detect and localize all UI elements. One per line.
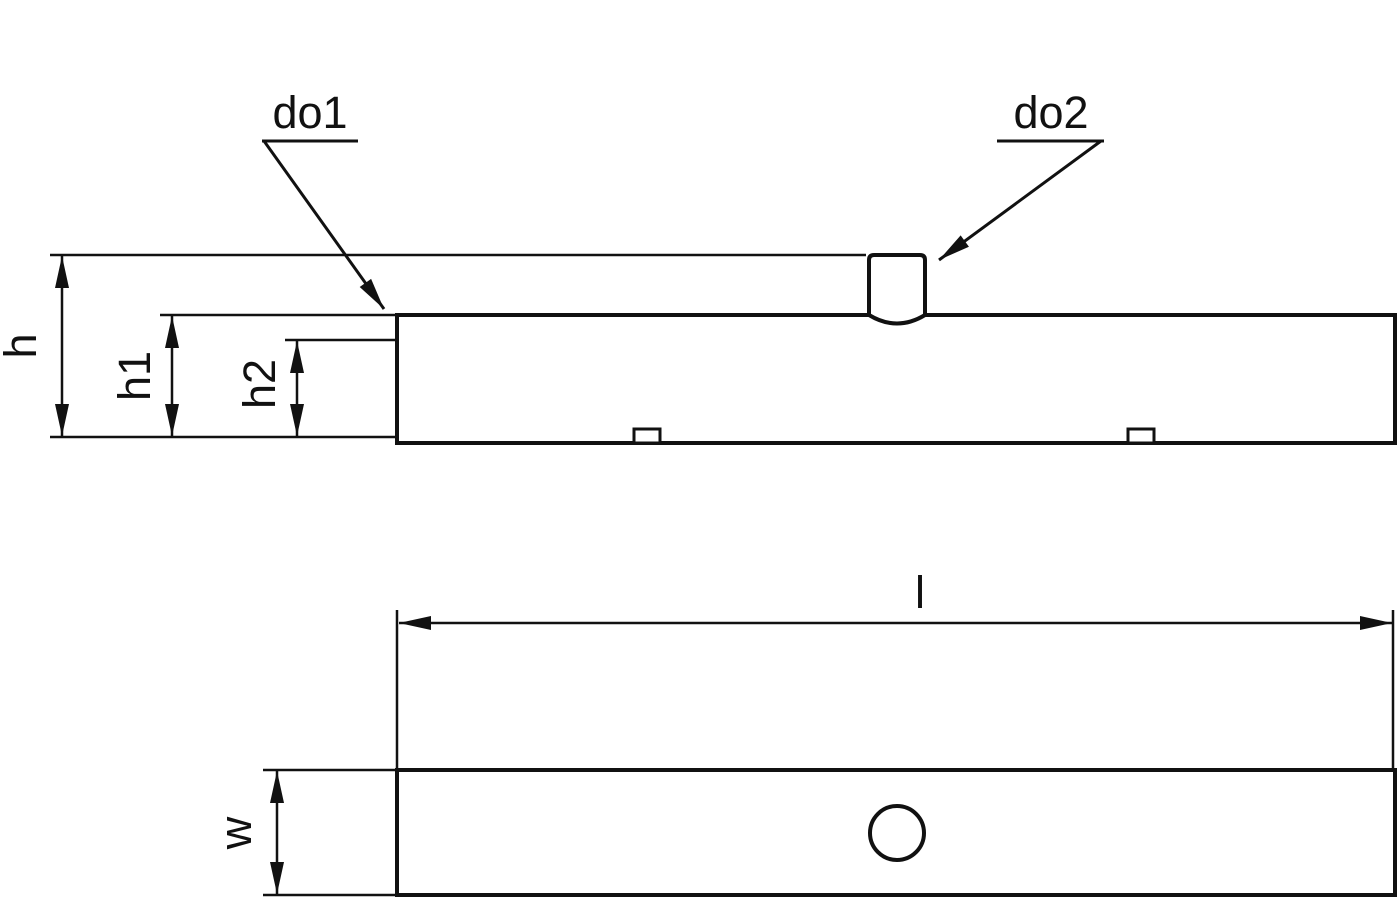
do2-leader-line	[938, 139, 1102, 262]
callout-do1: do1	[262, 87, 386, 310]
do1-label: do1	[272, 87, 347, 138]
w-label: w	[210, 816, 261, 850]
notch-right	[1126, 427, 1156, 445]
h2-label: h2	[234, 359, 285, 409]
plan-view-dimensions: l w	[210, 567, 1395, 897]
plan-view	[395, 768, 1397, 897]
notch-left	[632, 427, 662, 445]
front-view-body	[395, 313, 1397, 445]
do1-leader-line	[262, 140, 386, 310]
h-label: h	[0, 333, 46, 358]
plan-view-body	[395, 768, 1397, 897]
do2-label: do2	[1013, 87, 1088, 138]
center-hole	[868, 804, 926, 862]
l-label: l	[915, 567, 925, 618]
boss-outline	[867, 253, 927, 314]
front-view-dimensions: h h1 h2	[0, 253, 866, 439]
callout-do2: do2	[938, 87, 1104, 262]
front-view	[395, 253, 1397, 445]
h1-label: h1	[109, 351, 160, 401]
